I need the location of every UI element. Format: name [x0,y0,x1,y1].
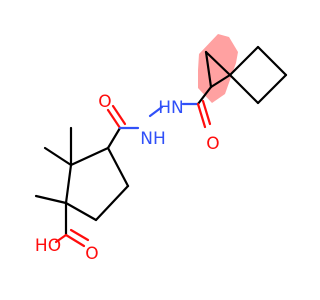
atom-label-carboxyl-o: O [85,244,98,264]
bond-methyl-c2-a [43,146,73,167]
bond-n-n [148,105,164,118]
molecule-canvas: HO O O NH HN O [34,34,288,264]
bond-cyclopropane-b [204,50,232,77]
bond-amide-c-o-right-double-1 [196,102,207,129]
atom-label-carboxyl-oh: HO [35,236,61,256]
bond-ring-c3-c4 [106,146,130,188]
bond-cyclopropane-c [209,73,232,89]
bond-carboxyl-c-o-double-2 [69,228,90,242]
bond-carboxyl-c-o-double-1 [64,233,86,248]
bond-methyl-c1 [34,194,68,205]
bond-cyclopropane-a [204,50,213,89]
bond-ring-c1-c2 [64,163,73,205]
atom-label-amide-o-right: O [206,134,219,154]
bond-cyclobutane-a [228,45,260,77]
highlighted-cyclopropane-ring [198,34,238,103]
bond-amide-c-o-right-double-2 [201,99,212,126]
atom-label-hydrazide-nh-right: HN [158,98,184,118]
bond-cyclobutane-c [256,73,288,105]
bond-ring-c2-c3 [69,146,110,167]
atom-label-amide-o-left: O [98,92,111,112]
bond-cyclobutane-d [228,73,260,105]
bond-ring-c4-c5 [94,184,130,222]
bond-carboxyl-c-oh [54,233,68,244]
bond-amide-c-o-left-double-1 [106,108,122,130]
bond-c3-amide-c [106,126,122,150]
bond-cyclobutane-b [256,45,288,77]
bond-amide-c-o-left-double-2 [111,104,127,126]
atom-label-hydrazide-nh-left: NH [140,129,166,149]
bond-amide-c-right-cyclopropane [196,85,213,106]
bond-ring-c5-c1 [64,201,98,222]
